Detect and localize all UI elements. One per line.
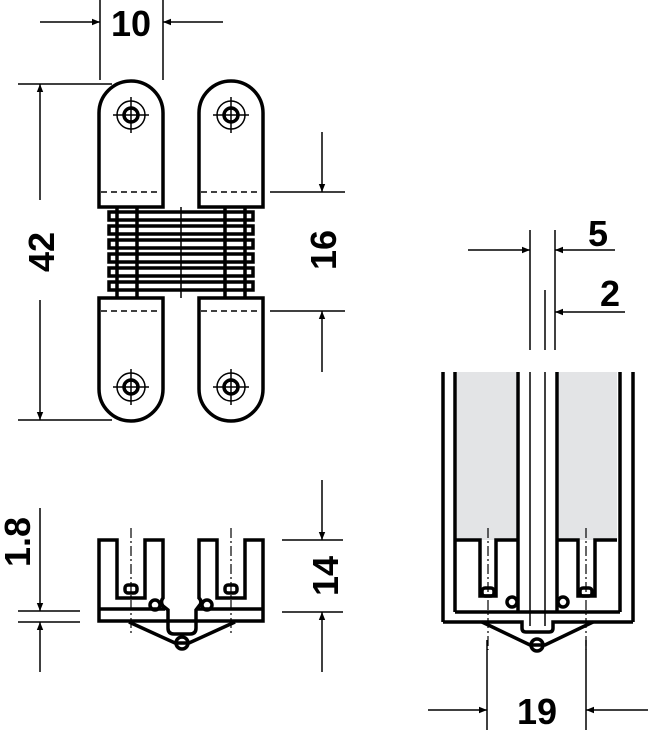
dim-label-10: 10 [111, 3, 151, 44]
dimension-5: 5 [468, 213, 615, 350]
screw-hole-icon [113, 97, 249, 405]
dim-label-14: 14 [305, 556, 346, 596]
installed-view [441, 372, 635, 653]
dimension-10: 10 [40, 0, 223, 80]
front-view [97, 79, 265, 423]
dim-label-19: 19 [517, 691, 557, 730]
dim-label-1-8: 1.8 [0, 517, 38, 567]
dimension-1-8: 1.8 [0, 508, 80, 672]
dimension-2: 2 [544, 273, 625, 350]
dimension-19: 19 [428, 640, 648, 730]
dim-label-2: 2 [600, 273, 620, 314]
side-view [97, 528, 265, 651]
dim-label-42: 42 [21, 232, 62, 272]
dim-label-16: 16 [303, 230, 344, 270]
dim-label-5: 5 [588, 213, 608, 254]
coil-stack [107, 207, 255, 298]
dimension-14: 14 [282, 480, 346, 672]
dimension-42: 42 [18, 83, 112, 421]
dimension-16: 16 [270, 132, 345, 372]
